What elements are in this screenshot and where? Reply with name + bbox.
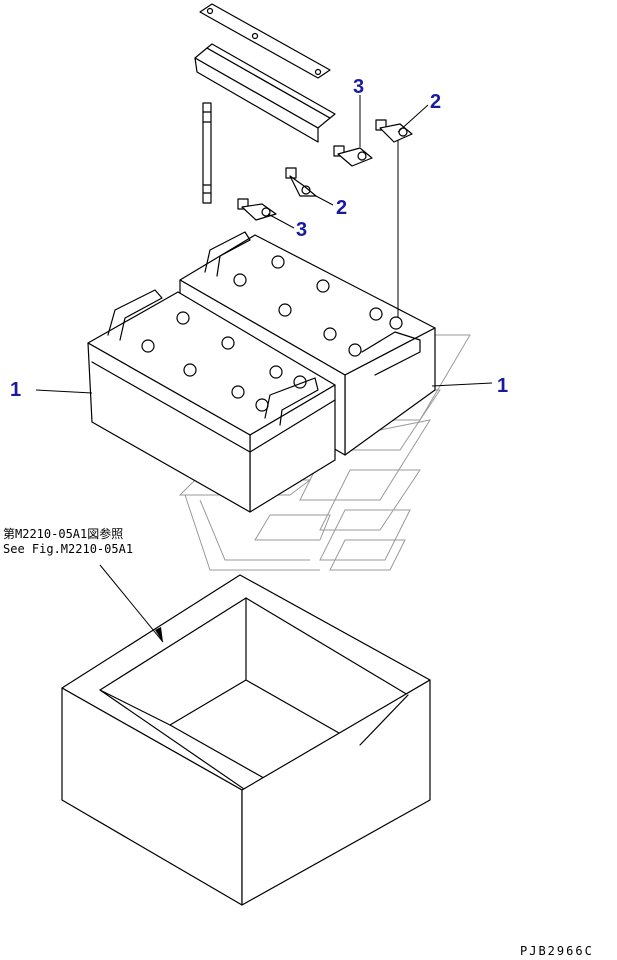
drawing-code: PJB2966C [520,944,594,958]
callout-clamp-upper-right: 2 [430,91,441,113]
leader-lines [35,95,493,643]
terminal-clamp-lower [237,198,277,221]
hold-down-bracket [194,3,336,143]
callout-clamp-mid: 2 [336,197,347,219]
threaded-rod [202,102,212,204]
callout-clamp-upper: 3 [353,76,364,98]
battery-box [61,574,431,906]
reference-note-japanese: 第M2210-05A1図参照 [3,526,123,541]
callout-clamp-lower: 3 [296,219,307,241]
terminal-clamp-upper-right [375,119,413,143]
battery-left [87,289,336,513]
reference-note-english: See Fig.M2210-05A1 [3,542,133,556]
callout-right-battery: 1 [497,375,508,397]
callout-left-battery: 1 [10,379,21,401]
terminal-clamp-upper [333,145,373,167]
terminal-clamp-mid [285,167,317,197]
watermark-logo [178,334,471,571]
